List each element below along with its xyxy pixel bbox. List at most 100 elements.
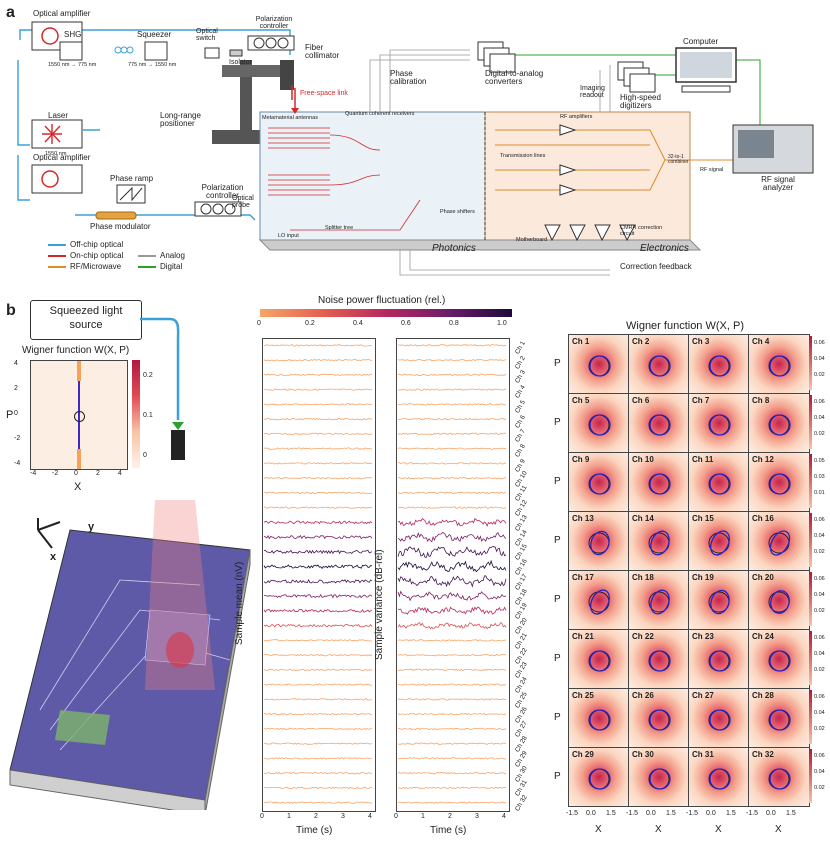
legend-item: Digital <box>138 262 182 271</box>
wigner-cell: Ch 17 <box>568 570 630 630</box>
time-tick: 3 <box>475 813 479 820</box>
wigner-cell-contours <box>588 414 611 436</box>
panel-a-diagram <box>17 21 814 276</box>
variance-trace-panel <box>396 338 510 812</box>
variance-trace <box>397 559 507 573</box>
label-lo-input: LO input <box>278 233 299 239</box>
wigner-cell-label: Ch 13 <box>572 514 594 523</box>
wigner-cell-contours <box>768 414 791 436</box>
grid-cbar-tick: 0.02 <box>814 549 825 555</box>
y-tick: -2 <box>14 435 21 442</box>
measured-contour <box>709 414 731 436</box>
grid-cbar-tick: 0.05 <box>814 458 825 464</box>
measured-contour <box>589 473 611 495</box>
panel-a-letter: a <box>6 4 15 21</box>
source-fiber <box>140 317 185 460</box>
wigner-cell-contours <box>708 768 731 790</box>
legend-label: RF/Microwave <box>70 262 122 271</box>
mean-trace <box>263 609 373 613</box>
grid-colorbar <box>809 631 812 685</box>
label-phase-ramp: Phase ramp <box>110 174 154 183</box>
measured-contour <box>649 355 671 377</box>
wigner-cell: Ch 28 <box>748 688 810 748</box>
label-long-range-positioner: Long-range positioner <box>160 111 201 128</box>
wigner-cell-contours <box>588 473 611 495</box>
wigner-cell-label: Ch 26 <box>632 691 654 700</box>
variance-trace <box>397 447 507 450</box>
measured-contour <box>769 473 791 495</box>
x-tick: -2 <box>52 470 59 477</box>
variance-trace <box>397 698 507 701</box>
wigner-cell-label: Ch 1 <box>572 337 590 346</box>
grid-colorbar <box>809 749 812 803</box>
measured-contour <box>589 650 611 672</box>
variance-trace <box>397 742 506 745</box>
variance-trace <box>397 622 507 630</box>
wigner-cell-label: Ch 6 <box>632 396 650 405</box>
wigner-cell-contours <box>768 768 791 790</box>
wigner-cell-label: Ch 15 <box>692 514 714 523</box>
wigner-cell: Ch 25 <box>568 688 630 748</box>
wigner-cell: Ch 31 <box>688 747 750 807</box>
channel-label: Ch 1 <box>514 339 527 356</box>
variance-trace <box>397 786 507 790</box>
measured-contour <box>769 768 791 790</box>
measured-contour <box>769 355 791 377</box>
wigner-cell-label: Ch 17 <box>572 573 594 582</box>
x-tick: 0 <box>74 470 78 477</box>
wigner-cell-contours <box>768 709 791 731</box>
mean-trace <box>263 698 373 701</box>
wigner-cell-label: Ch 19 <box>692 573 714 582</box>
grid-ylabel: P <box>554 653 561 664</box>
label-phase-modulator: Phase modulator <box>90 222 151 231</box>
mean-trace <box>263 462 373 465</box>
label-electronics: Electronics <box>640 243 689 254</box>
mean-trace <box>263 683 373 686</box>
wigner-cell-contours <box>708 709 731 731</box>
label-qcr: Quantum coherent receivers <box>345 111 415 117</box>
measured-contour <box>650 589 670 615</box>
wigner-cell-label: Ch 10 <box>632 455 654 464</box>
wigner-cell-label: Ch 7 <box>692 396 710 405</box>
wigner-cell-contours <box>768 473 791 495</box>
variance-ylabel: Sample variance (dB-rel) <box>374 549 385 660</box>
legend-item: RF/Microwave <box>48 262 121 271</box>
label-metamaterial-antennas: Metamaterial antennas <box>262 115 318 121</box>
grid-colorbar <box>809 513 812 567</box>
label-isolator: Isolator <box>229 59 252 66</box>
wigner-cell: Ch 15 <box>688 511 750 571</box>
label-dac: Digital-to-analog converters <box>485 69 544 86</box>
label-fiber-collimator: Fiber collimator <box>305 43 340 60</box>
variance-trace <box>397 639 507 642</box>
wigner-cell-label: Ch 29 <box>572 750 594 759</box>
grid-cbar-tick: 0.02 <box>814 785 825 791</box>
measured-contour <box>769 530 791 556</box>
wigner-cell-contours <box>708 650 731 672</box>
grid-cbar-tick: 0.04 <box>814 592 825 598</box>
channel-label: Ch 8 <box>514 443 527 459</box>
wigner-cell-contours <box>648 709 671 731</box>
wigner-cell-contours <box>708 589 730 615</box>
grid-ylabel: P <box>554 535 561 546</box>
grid-ylabel: P <box>554 358 561 369</box>
wigner-cell-contours <box>768 355 791 377</box>
time-tick: 2 <box>448 813 452 820</box>
wigner-cell: Ch 12 <box>748 452 810 512</box>
noise-tick: 0.4 <box>353 320 363 327</box>
grid-cbar-tick: 0.04 <box>814 533 825 539</box>
grid-xlabel: X <box>715 824 722 835</box>
mean-trace <box>263 639 373 642</box>
legend-label: Digital <box>160 262 183 271</box>
variance-trace <box>397 531 507 543</box>
mean-trace <box>263 727 373 731</box>
grid-x-tick: 0.0 <box>586 810 596 817</box>
grid-cbar-tick: 0.06 <box>814 694 825 700</box>
mean-trace <box>264 801 373 804</box>
label-squeezer: Squeezer <box>137 30 172 39</box>
variance-trace <box>397 344 507 347</box>
grid-cbar-tick: 0.06 <box>814 753 825 759</box>
